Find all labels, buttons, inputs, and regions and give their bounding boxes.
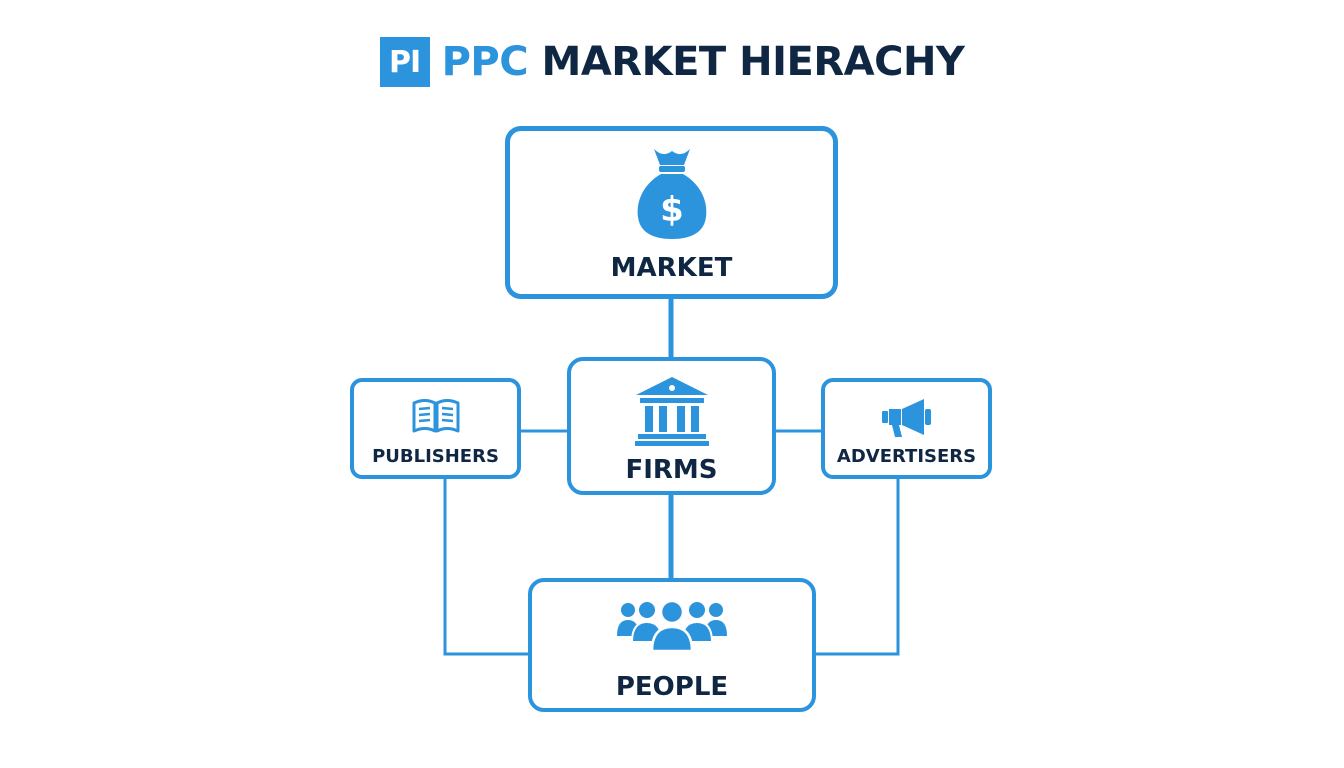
title-main: MARKET HIERACHY (541, 39, 965, 85)
group-of-people-icon (617, 599, 727, 652)
node-advertisers: ADVERTISERS (821, 378, 992, 479)
node-people: PEOPLE (528, 578, 816, 712)
node-label-firms: FIRMS (625, 455, 718, 485)
svg-text:$: $ (660, 190, 684, 230)
node-firms: FIRMS (567, 357, 776, 495)
title-accent: PPC (441, 39, 529, 85)
logo-text: PI (389, 44, 421, 80)
node-market: $ MARKET (505, 126, 838, 299)
node-label-market: MARKET (610, 253, 733, 283)
node-label-publishers: PUBLISHERS (372, 446, 499, 467)
bank-building-icon (634, 377, 709, 446)
page-title: PI PPC MARKET HIERACHY (0, 30, 1344, 94)
node-publishers: PUBLISHERS (350, 378, 521, 479)
open-book-icon (412, 399, 459, 433)
connector-advertisers-people (814, 478, 900, 656)
node-label-advertisers: ADVERTISERS (836, 446, 977, 467)
node-label-people: PEOPLE (615, 672, 729, 702)
money-bag-icon: $ (637, 149, 706, 239)
connector-publishers-people (443, 478, 530, 656)
title-text: PPC MARKET HIERACHY (442, 39, 965, 85)
logo: PI (379, 37, 430, 87)
megaphone-icon (881, 399, 931, 437)
